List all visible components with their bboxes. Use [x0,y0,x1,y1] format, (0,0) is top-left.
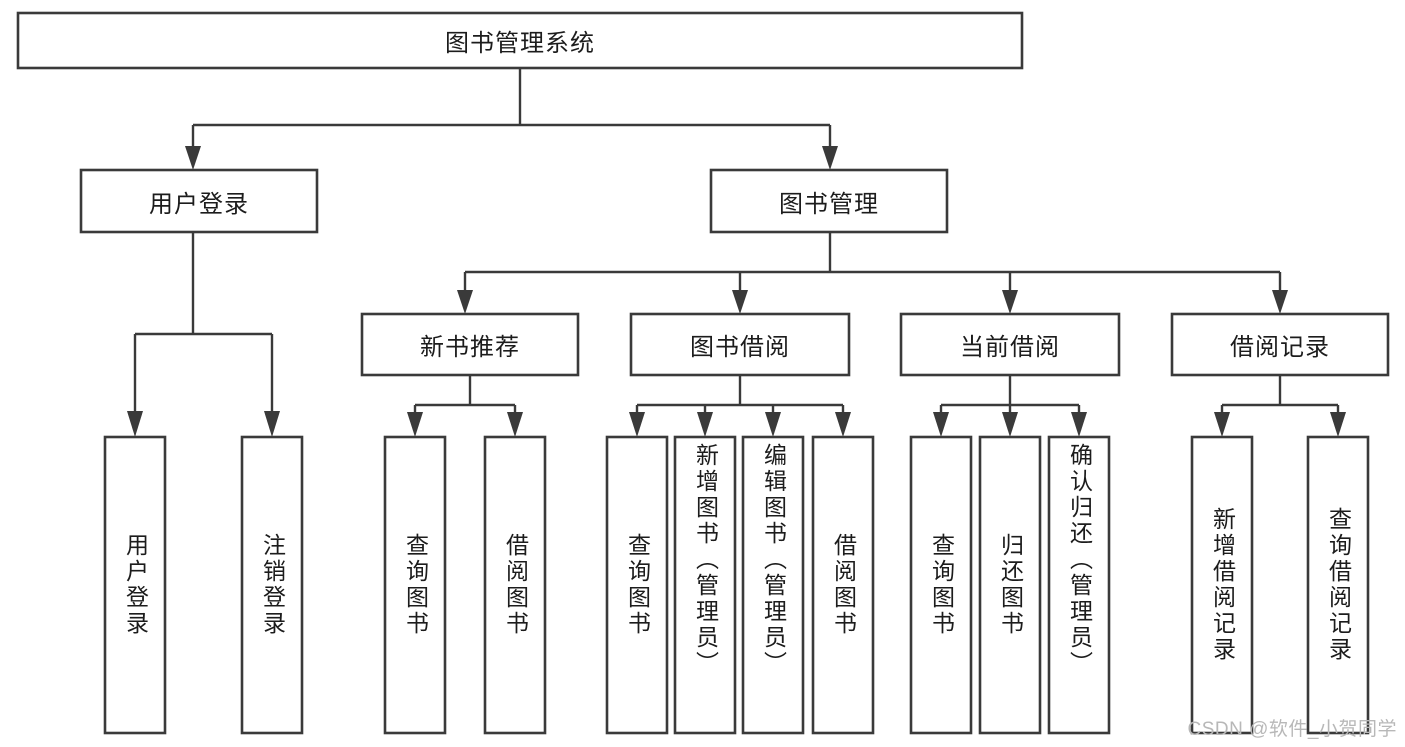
arrow-leaf-query-record [1330,412,1346,437]
arrow-leaf-borrow-book-1 [507,412,523,437]
arrow-leaf-edit-book [765,412,781,437]
watermark-text: CSDN @软件_小贺同学 [1187,719,1397,740]
arrow-leaf-user-logout [264,411,280,437]
arrow-borrow-record [1272,290,1288,314]
connectors [127,68,1346,437]
arrow-leaf-query-book-2 [629,412,645,437]
node-box-leaf-query-record[interactable] [1306,435,1370,735]
arrow-leaf-return-book [1002,412,1018,437]
node-box-leaf-borrow-book-2[interactable] [811,435,875,735]
arrow-new-book-rec [457,290,473,314]
node-box-book-borrow[interactable] [629,312,851,377]
arrow-leaf-add-record [1214,412,1230,437]
node-boxes [16,11,1390,735]
node-box-book-manage[interactable] [709,168,949,234]
arrow-leaf-query-book-3 [933,412,949,437]
node-box-leaf-query-book-2[interactable] [605,435,669,735]
arrow-leaf-user-login [127,411,143,437]
arrow-leaf-query-book-1 [407,412,423,437]
node-box-leaf-user-logout[interactable] [240,435,304,735]
arrow-to-book-manage [822,146,838,170]
node-box-leaf-user-login[interactable] [103,435,167,735]
node-box-leaf-edit-book[interactable] [741,435,805,735]
arrow-leaf-add-book [697,412,713,437]
node-box-new-book-rec[interactable] [360,312,580,377]
arrow-current-borrow [1002,290,1018,314]
node-box-root[interactable] [16,11,1024,70]
arrow-book-borrow [732,290,748,314]
arrow-leaf-confirm-return [1071,412,1087,437]
node-box-leaf-add-book[interactable] [673,435,737,735]
node-box-leaf-return-book[interactable] [978,435,1042,735]
node-box-current-borrow[interactable] [899,312,1121,377]
arrow-to-user-login [185,146,201,170]
node-box-leaf-add-record[interactable] [1190,435,1254,735]
arrow-leaf-borrow-book-2 [835,412,851,437]
node-box-user-login[interactable] [79,168,319,234]
node-box-leaf-borrow-book-1[interactable] [483,435,547,735]
node-box-borrow-record[interactable] [1170,312,1390,377]
node-box-leaf-query-book-1[interactable] [383,435,447,735]
node-box-leaf-query-book-3[interactable] [909,435,973,735]
node-box-leaf-confirm-return[interactable] [1047,435,1111,735]
